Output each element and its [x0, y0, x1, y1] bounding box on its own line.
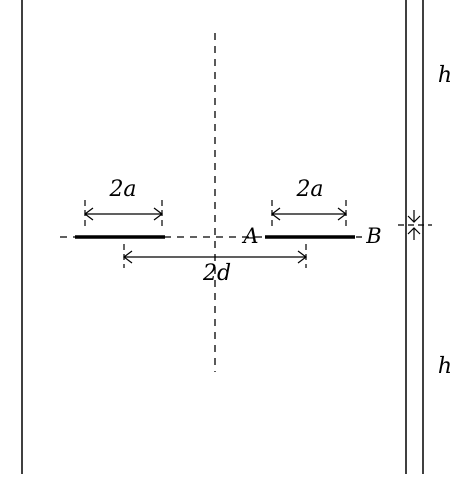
- right-crack-width-dimension: [271, 200, 347, 226]
- point-b-label: B: [365, 224, 381, 248]
- center-distance-dimension: [123, 244, 307, 268]
- point-a-label: A: [241, 224, 258, 248]
- bottom-height-label: h: [438, 354, 452, 379]
- center-distance-label: 2d: [202, 261, 231, 286]
- height-split-marker: [398, 210, 432, 240]
- top-height-label: h: [438, 63, 452, 88]
- right-crack-width-label: 2a: [295, 177, 323, 202]
- left-crack-width-label: 2a: [108, 177, 136, 202]
- left-crack-width-dimension: [84, 200, 163, 226]
